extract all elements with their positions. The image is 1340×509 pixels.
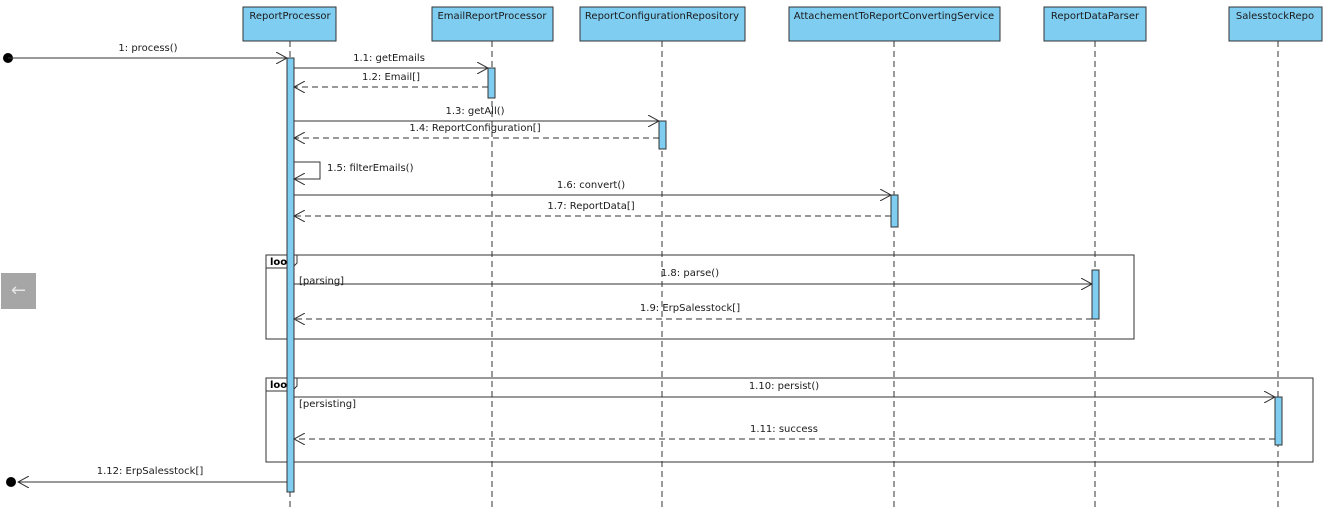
message-label: 1.10: persist() — [749, 381, 819, 392]
activations — [286, 57, 1283, 493]
participant-email-report-processor: EmailReportProcessor — [431, 6, 554, 42]
messages — [3, 53, 1275, 487]
lifelines — [289, 41, 1279, 507]
message-labels: 1: process() 1.1: getEmails 1.2: Email[]… — [97, 43, 820, 477]
message-label: 1.1: getEmails — [353, 53, 425, 64]
message-label: 1.6: convert() — [557, 180, 625, 191]
message-label: 1.4: ReportConfiguration[] — [409, 123, 540, 134]
participant-attachement-converting-service: AttachementToReportConvertingService — [788, 6, 1001, 42]
activation-report-processor — [286, 57, 295, 493]
message-label: 1.8: parse() — [661, 268, 719, 279]
fragment-guard: [parsing] — [299, 276, 344, 287]
participant-report-data-parser: ReportDataParser — [1043, 6, 1147, 42]
participant-label: ReportDataParser — [1051, 11, 1140, 22]
message-label: 1.9: ErpSalesstock[] — [640, 303, 740, 314]
participant-label: AttachementToReportConvertingService — [794, 11, 994, 22]
message-label: 1.5: filterEmails() — [327, 163, 414, 174]
activation-attachement-converting-service — [890, 194, 899, 228]
lost-message-end-dot — [6, 477, 16, 487]
fragment-guard: [persisting] — [299, 399, 356, 410]
fragment-operator: loop — [270, 380, 294, 391]
participant-label: ReportConfigurationRepository — [585, 11, 739, 22]
activation-report-data-parser — [1091, 269, 1100, 320]
participant-label: ReportProcessor — [249, 11, 331, 22]
message-label: 1.12: ErpSalesstock[] — [97, 466, 204, 477]
message-label: 1.11: success — [750, 424, 818, 435]
participant-label: SalesstockRepo — [1236, 11, 1314, 22]
participant-label: EmailReportProcessor — [437, 11, 547, 22]
message-label: 1.7: ReportData[] — [547, 201, 634, 212]
message-label: 1.3: getAll() — [445, 106, 504, 117]
self-message-arrow — [294, 161, 321, 179]
participant-salesstock-repo: SalesstockRepo — [1228, 6, 1323, 42]
activation-salesstock-repo — [1274, 396, 1283, 446]
message-label: 1: process() — [118, 43, 177, 54]
activation-report-configuration-repository — [658, 120, 667, 150]
message-label: 1.2: Email[] — [362, 72, 420, 83]
participant-report-configuration-repository: ReportConfigurationRepository — [579, 6, 746, 42]
arrow-left-icon: ← — [10, 280, 27, 301]
back-button[interactable]: ← — [1, 273, 36, 309]
activation-email-report-processor — [487, 67, 496, 99]
fragment-operator: loop — [270, 257, 294, 268]
participant-report-processor: ReportProcessor — [242, 6, 337, 42]
